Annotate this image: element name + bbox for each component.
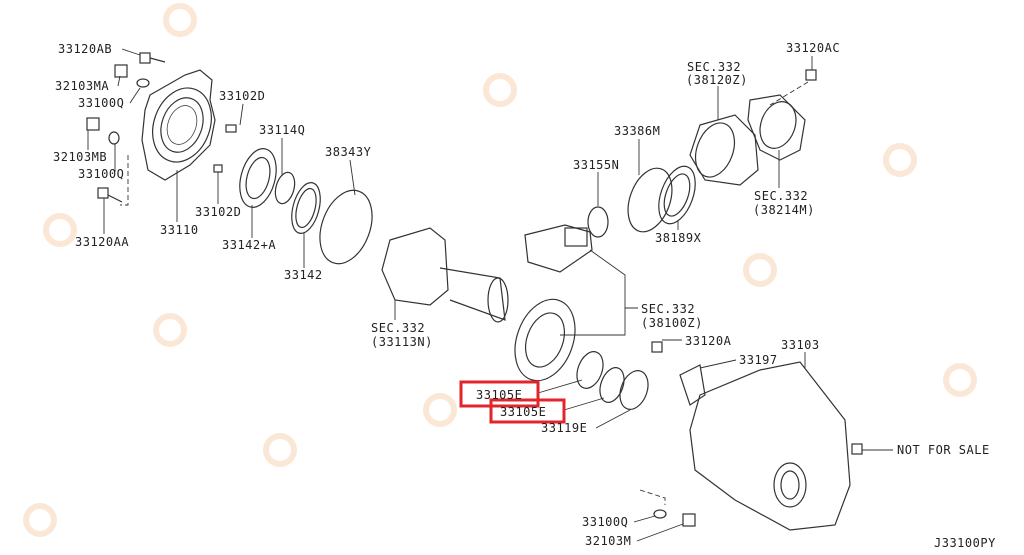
label-33100Q[interactable]: 33100Q	[78, 96, 124, 110]
bearing-housing-38120Z[interactable]	[620, 69, 817, 238]
label-33100Q[interactable]: 33100Q	[582, 515, 628, 529]
label-38120Z[interactable]: (38120Z)	[686, 73, 748, 87]
label-33386M[interactable]: 33386M	[614, 124, 660, 138]
label-38100Z[interactable]: (38100Z)	[641, 316, 703, 330]
label-sec332[interactable]: SEC.332	[754, 189, 808, 203]
label-33102D[interactable]: 33102D	[195, 205, 241, 219]
highlight-box-33105E-2	[489, 398, 566, 424]
label-33155N[interactable]: 33155N	[573, 158, 619, 172]
diagram-code: J33100PY	[934, 536, 996, 550]
label-33103[interactable]: 33103	[781, 338, 820, 352]
label-32103M[interactable]: 32103M	[585, 534, 631, 548]
snap-rings-33105E[interactable]	[572, 348, 653, 413]
label-sec332[interactable]: SEC.332	[687, 60, 741, 74]
highlight-box-33105E-1	[459, 380, 540, 408]
watermark	[23, 3, 977, 537]
label-33142A[interactable]: 33142+A	[222, 238, 276, 252]
seals-33142[interactable]	[234, 145, 382, 271]
label-33105E[interactable]: 33105E	[476, 388, 522, 402]
label-38189X[interactable]: 38189X	[655, 231, 702, 245]
output-shaft-33113N[interactable]	[381, 227, 509, 323]
label-33142[interactable]: 33142	[284, 268, 323, 282]
label-33110[interactable]: 33110	[160, 223, 199, 237]
label-33113N[interactable]: (33113N)	[371, 335, 433, 349]
label-38343Y[interactable]: 38343Y	[325, 145, 372, 159]
bolts-left[interactable]	[86, 52, 237, 206]
transfer-case-33103[interactable]	[639, 341, 863, 531]
label-sec332[interactable]: SEC.332	[371, 321, 425, 335]
label-33120AA[interactable]: 33120AA	[75, 235, 129, 249]
leader-lines	[87, 48, 893, 542]
label-33119E[interactable]: 33119E	[541, 421, 587, 435]
label-33114Q[interactable]: 33114Q	[259, 123, 305, 137]
label-33100Q[interactable]: 33100Q	[78, 167, 124, 181]
label-32103MA[interactable]: 32103MA	[55, 79, 109, 93]
label-33197[interactable]: 33197	[739, 353, 778, 367]
part-labels: 33120AB 32103MA 33100Q 33102D 32103MB 33…	[53, 41, 996, 550]
label-38214M[interactable]: (38214M)	[753, 203, 815, 217]
label-33120AB[interactable]: 33120AB	[58, 42, 112, 56]
transfer-cover-33110[interactable]	[141, 69, 221, 181]
label-33120AC[interactable]: 33120AC	[786, 41, 840, 55]
label-33105E[interactable]: 33105E	[500, 405, 546, 419]
label-32103MB[interactable]: 32103MB	[53, 150, 107, 164]
not-for-sale-note: NOT FOR SALE	[897, 443, 990, 457]
label-33120A[interactable]: 33120A	[685, 334, 732, 348]
label-33102D[interactable]: 33102D	[219, 89, 265, 103]
ring-pinion-gear-38100Z[interactable]	[504, 206, 609, 389]
label-sec332[interactable]: SEC.332	[641, 302, 695, 316]
